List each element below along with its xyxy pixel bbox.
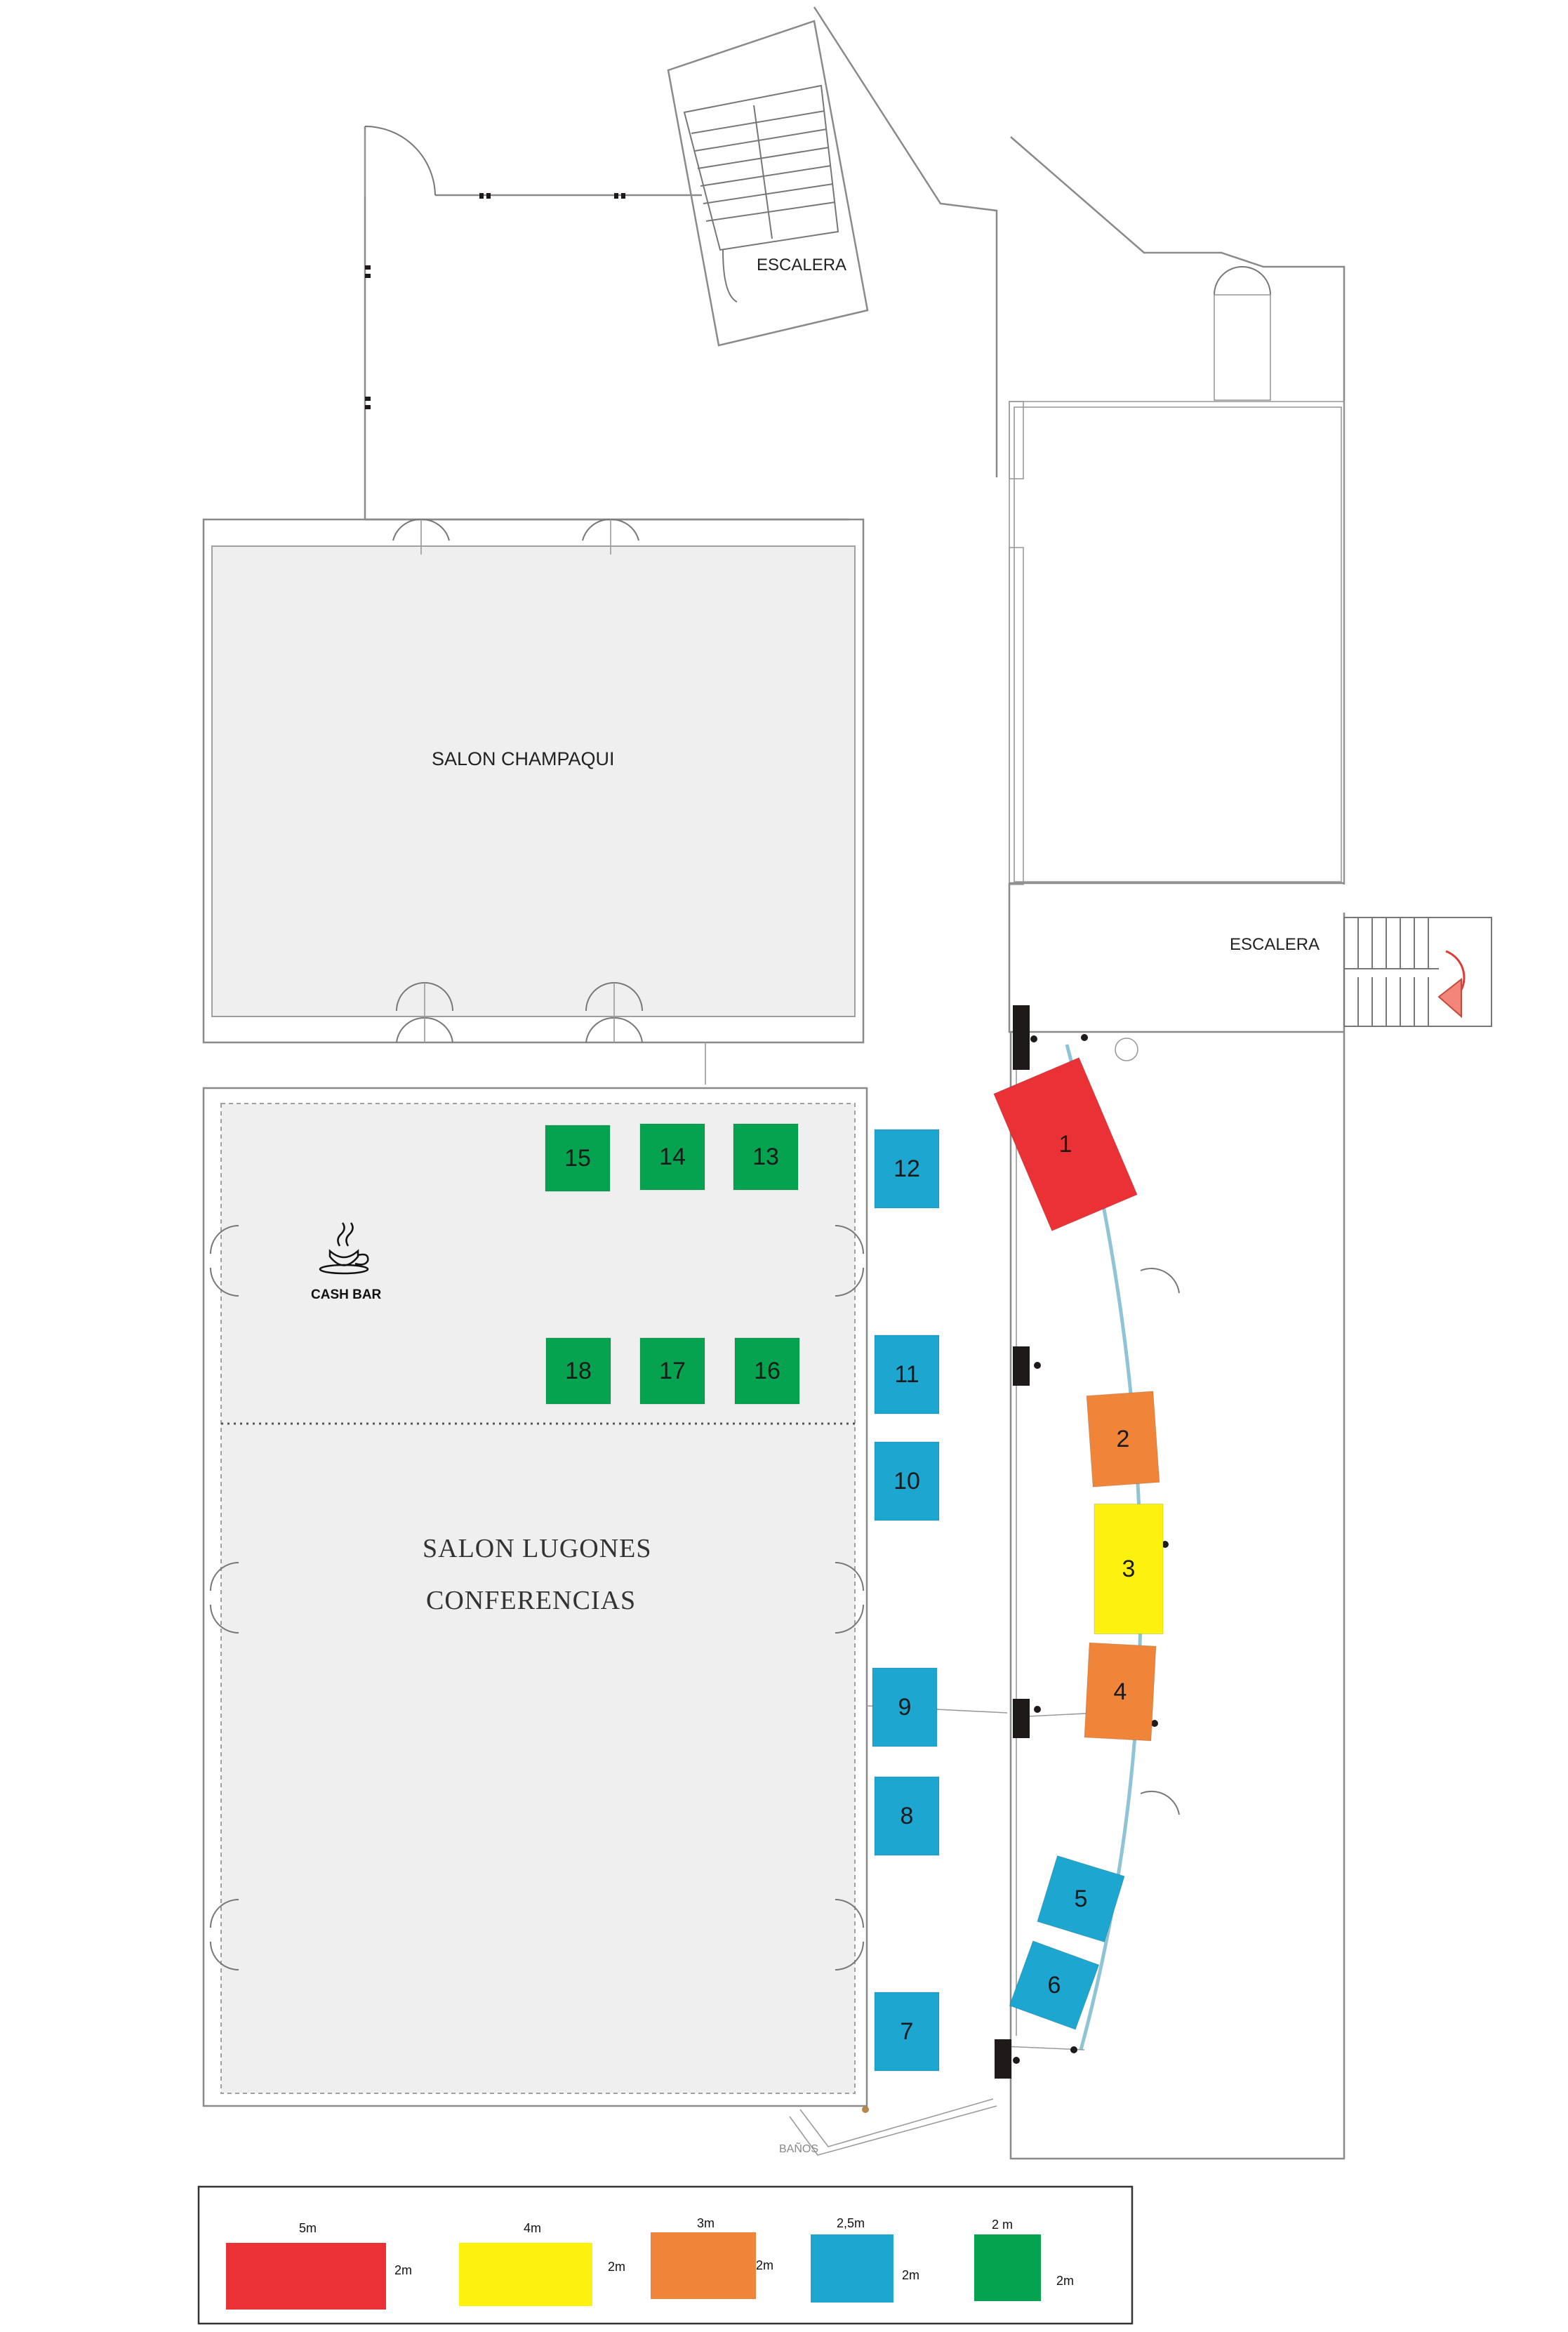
stand-1-number: 1 — [1059, 1131, 1072, 1158]
stand-11-number: 11 — [894, 1361, 919, 1388]
legend-item: 4m 2m — [459, 2221, 625, 2306]
legend-swatch — [459, 2243, 592, 2306]
legend-depth: 2m — [756, 2258, 773, 2272]
stand-8[interactable]: 8 — [874, 1776, 940, 1856]
salon-champaqui: SALON CHAMPAQUI — [202, 518, 865, 1085]
stand-11-box[interactable] — [874, 1334, 940, 1415]
stand-5-box[interactable] — [1037, 1855, 1125, 1943]
stand-12[interactable]: 12 — [874, 1129, 940, 1209]
legend-depth: 2m — [608, 2260, 625, 2274]
legend-swatch — [811, 2234, 893, 2303]
stand-1-box[interactable] — [993, 1056, 1138, 1232]
legend-item: 2,5m 2m — [811, 2216, 919, 2303]
stand-13-number: 13 — [752, 1144, 779, 1170]
stand-2-number: 2 — [1117, 1426, 1130, 1452]
stairs-top-label: ESCALERA — [757, 256, 846, 274]
salon-lugones: SALON LUGONES CONFERENCIAS CASH BAR — [202, 1087, 868, 2107]
arrow-left-icon — [1437, 977, 1462, 1019]
legend-depth: 2m — [1056, 2274, 1074, 2288]
stand-6-number: 6 — [1048, 1972, 1061, 1999]
stand-18-box[interactable] — [545, 1337, 611, 1405]
stand-11[interactable]: 11 — [874, 1334, 940, 1415]
stand-14-box[interactable] — [639, 1123, 705, 1191]
salon-lugones-label-1: SALON LUGONES — [423, 1534, 652, 1563]
stand-5-number: 5 — [1075, 1886, 1088, 1912]
stand-2-box[interactable] — [1086, 1391, 1160, 1488]
stand-4-box[interactable] — [1084, 1642, 1157, 1742]
legend-width: 3m — [697, 2216, 715, 2230]
stand-10-number: 10 — [893, 1468, 920, 1495]
banos-area: BAÑOS — [779, 2098, 997, 2156]
stand-12-number: 12 — [893, 1155, 920, 1182]
stand-8-box[interactable] — [874, 1776, 940, 1856]
stand-8-number: 8 — [901, 1803, 914, 1829]
stand-18[interactable]: 18 — [545, 1337, 611, 1405]
stand-5[interactable]: 5 — [1037, 1855, 1125, 1943]
stand-4-number: 4 — [1114, 1678, 1127, 1705]
stand-6[interactable]: 6 — [1009, 1940, 1100, 2030]
stand-18-number: 18 — [565, 1358, 592, 1384]
stand-9[interactable]: 9 — [872, 1667, 938, 1747]
upper-hall: ESCALERA — [364, 6, 1346, 885]
stand-16[interactable]: 16 — [734, 1337, 800, 1405]
stand-13[interactable]: 13 — [733, 1123, 799, 1191]
legend-width: 2,5m — [837, 2216, 865, 2230]
stand-1[interactable]: 1 — [993, 1056, 1138, 1232]
stairs-right-label: ESCALERA — [1230, 935, 1320, 954]
legend-item: 2 m 2m — [974, 2218, 1074, 2301]
legend: 5m 2m 4m 2m 3m 2m 2,5m 2m 2 m 2m — [197, 2185, 1134, 2325]
stand-3[interactable]: 3 — [1094, 1504, 1164, 1634]
banos-label: BAÑOS — [779, 2141, 818, 2155]
legend-item: 3m 2m — [651, 2216, 773, 2299]
stand-14[interactable]: 14 — [639, 1123, 705, 1191]
stand-17-number: 17 — [659, 1358, 686, 1384]
stand-14-number: 14 — [659, 1144, 686, 1170]
stand-16-number: 16 — [754, 1358, 780, 1384]
stand-13-box[interactable] — [733, 1123, 799, 1191]
stand-7-box[interactable] — [874, 1992, 940, 2072]
salon-champaqui-label: SALON CHAMPAQUI — [432, 748, 615, 769]
stand-10[interactable]: 10 — [874, 1441, 940, 1521]
stand-9-box[interactable] — [872, 1667, 938, 1747]
stand-15-number: 15 — [564, 1145, 591, 1172]
coffee-cup-icon — [319, 1222, 369, 1275]
stand-4[interactable]: 4 — [1084, 1642, 1157, 1742]
stand-12-box[interactable] — [874, 1129, 940, 1209]
stand-3-box[interactable] — [1094, 1504, 1164, 1634]
stand-17[interactable]: 17 — [639, 1337, 705, 1405]
salon-lugones-label-2: CONFERENCIAS — [426, 1586, 636, 1615]
legend-width: 5m — [299, 2221, 317, 2235]
legend-swatch — [226, 2243, 386, 2310]
stand-17-box[interactable] — [639, 1337, 705, 1405]
legend-depth: 2m — [902, 2268, 919, 2282]
stand-10-box[interactable] — [874, 1441, 940, 1521]
stand-3-number: 3 — [1122, 1556, 1136, 1582]
stand-6-box[interactable] — [1009, 1940, 1100, 2030]
stand-16-box[interactable] — [734, 1337, 800, 1405]
right-corridor: ESCALERA — [1008, 883, 1492, 2160]
cash-bar-label: CASH BAR — [311, 1287, 382, 1302]
stand-2[interactable]: 2 — [1086, 1391, 1160, 1488]
legend-depth: 2m — [394, 2263, 412, 2277]
stand-9-number: 9 — [898, 1694, 912, 1721]
stand-15-box[interactable] — [545, 1125, 611, 1192]
legend-swatch — [974, 2234, 1041, 2301]
stand-15[interactable]: 15 — [545, 1125, 611, 1192]
legend-item: 5m 2m — [226, 2221, 412, 2310]
legend-width: 2 m — [992, 2218, 1013, 2232]
right-upper-room — [1009, 265, 1345, 885]
stand-7-number: 7 — [901, 2018, 914, 2045]
legend-width: 4m — [524, 2221, 541, 2235]
stand-7[interactable]: 7 — [874, 1992, 940, 2072]
legend-swatch — [651, 2232, 756, 2299]
